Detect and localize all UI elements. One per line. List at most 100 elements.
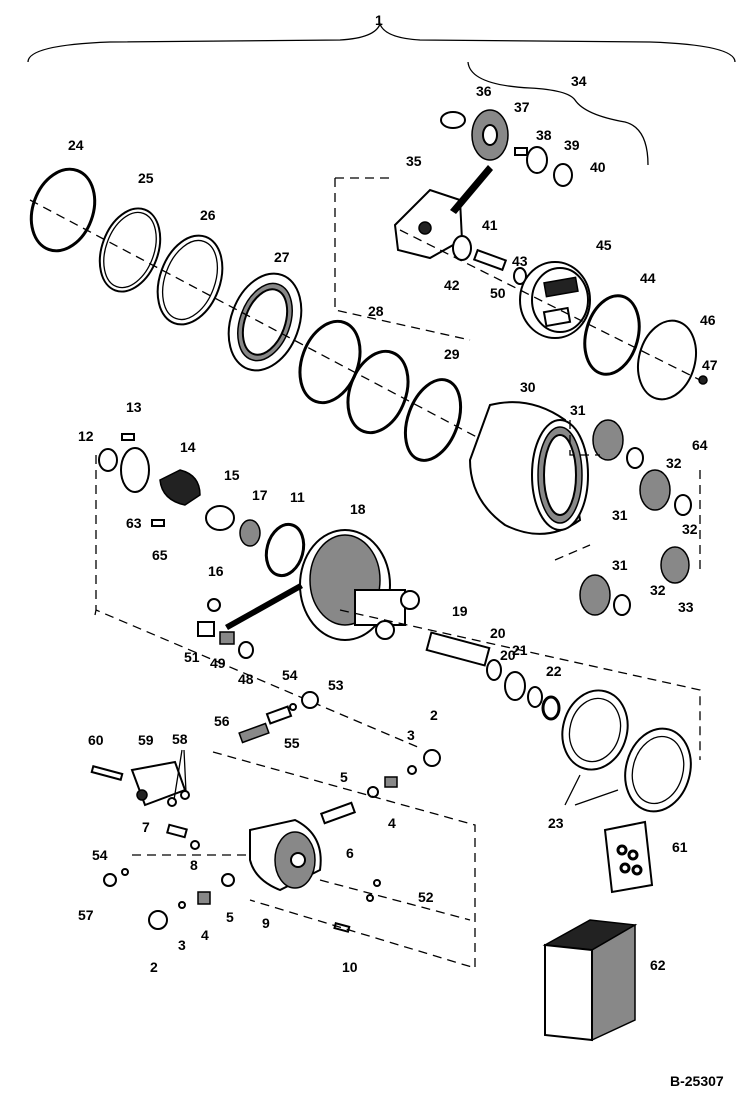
callout-19: 19 bbox=[452, 603, 468, 619]
callout-35: 35 bbox=[406, 153, 422, 169]
callout-17: 17 bbox=[252, 487, 268, 503]
piston-55 bbox=[265, 705, 293, 725]
planet-gear-31a bbox=[592, 419, 624, 461]
ring-3a bbox=[407, 765, 417, 775]
callout-32: 32 bbox=[666, 455, 682, 471]
gear-17 bbox=[239, 519, 261, 547]
ring-28a bbox=[298, 319, 362, 405]
callout-10: 10 bbox=[342, 959, 358, 975]
valve-block-59-port bbox=[136, 789, 148, 801]
callout-45: 45 bbox=[596, 237, 612, 253]
pointer-18-49 bbox=[225, 583, 303, 630]
callout-14: 14 bbox=[180, 439, 196, 455]
callout-20: 20 bbox=[490, 625, 506, 641]
washer-41 bbox=[452, 235, 472, 261]
floating-seal-23b-inner bbox=[631, 735, 685, 805]
callout-20: 20 bbox=[500, 647, 516, 663]
callout-62: 62 bbox=[650, 957, 666, 973]
washer-5a bbox=[367, 786, 379, 798]
valve-6 bbox=[319, 801, 357, 825]
ring-gear-30-bore bbox=[543, 434, 577, 516]
callout-4: 4 bbox=[388, 815, 396, 831]
callout-64: 64 bbox=[692, 437, 708, 453]
callout-49: 49 bbox=[210, 655, 226, 671]
callout-65: 65 bbox=[152, 547, 168, 563]
gear-37-hub bbox=[482, 124, 498, 146]
pointer-58 bbox=[173, 749, 187, 801]
callout-5: 5 bbox=[226, 909, 234, 925]
callout-33: 33 bbox=[678, 599, 694, 615]
callout-2: 2 bbox=[430, 707, 438, 723]
ring-25 bbox=[98, 207, 162, 293]
bearing-21 bbox=[504, 671, 526, 701]
callout-32: 32 bbox=[650, 582, 666, 598]
washer-32a bbox=[626, 447, 644, 469]
sun-gear-33 bbox=[660, 546, 690, 584]
floating-seal-23a-inner bbox=[568, 697, 622, 763]
pointer-23 bbox=[564, 774, 619, 806]
washer-36 bbox=[440, 111, 466, 129]
callout-29: 29 bbox=[444, 346, 460, 362]
brace-1 bbox=[27, 22, 736, 63]
callout-3: 3 bbox=[178, 937, 186, 953]
brace-34 bbox=[467, 61, 649, 166]
callout-31: 31 bbox=[612, 557, 628, 573]
nut-43 bbox=[513, 267, 527, 285]
callout-58: 58 bbox=[172, 731, 188, 747]
callout-4: 4 bbox=[201, 927, 209, 943]
callout-54: 54 bbox=[92, 847, 108, 863]
spring-4b bbox=[197, 891, 211, 905]
dash-box-housing bbox=[339, 609, 701, 760]
callout-7: 7 bbox=[142, 819, 150, 835]
bushing-12 bbox=[98, 448, 118, 472]
seal-kit-61-o3 bbox=[619, 862, 631, 874]
ring-29 bbox=[403, 378, 463, 462]
plate-63 bbox=[120, 447, 150, 493]
seal-20b bbox=[527, 686, 543, 708]
axis-line-cover bbox=[399, 229, 701, 381]
shaft-19 bbox=[425, 631, 491, 667]
spool-51 bbox=[197, 621, 215, 637]
callout-51: 51 bbox=[184, 649, 200, 665]
ball-16 bbox=[207, 598, 221, 612]
ring-54a bbox=[289, 703, 297, 711]
callout-5: 5 bbox=[340, 769, 348, 785]
callout-47: 47 bbox=[702, 357, 718, 373]
callout-57: 57 bbox=[78, 907, 94, 923]
reference-code: B-25307 bbox=[670, 1073, 724, 1089]
callout-26: 26 bbox=[200, 207, 216, 223]
seal-kit-61-o1 bbox=[616, 844, 628, 856]
ring-3b bbox=[178, 901, 186, 909]
dash-box-planets bbox=[554, 420, 701, 570]
callout-16: 16 bbox=[208, 563, 224, 579]
callout-39: 39 bbox=[564, 137, 580, 153]
callout-12: 12 bbox=[78, 428, 94, 444]
hub-18-boss-a bbox=[400, 590, 420, 610]
callout-41: 41 bbox=[482, 217, 498, 233]
callout-8: 8 bbox=[190, 857, 198, 873]
pin-10 bbox=[333, 922, 351, 933]
plug-53 bbox=[301, 691, 319, 709]
callout-18: 18 bbox=[350, 501, 366, 517]
callout-63: 63 bbox=[126, 515, 142, 531]
callout-1: 1 bbox=[375, 12, 383, 28]
callout-42: 42 bbox=[444, 277, 460, 293]
callout-60: 60 bbox=[88, 732, 104, 748]
washer-32c bbox=[613, 594, 631, 616]
callout-38: 38 bbox=[536, 127, 552, 143]
o-ring-44 bbox=[583, 294, 641, 376]
ring-22 bbox=[541, 695, 561, 721]
callout-9: 9 bbox=[262, 915, 270, 931]
ring-25-inner bbox=[103, 211, 157, 289]
gear-15 bbox=[205, 505, 235, 531]
ring-54b bbox=[121, 868, 129, 876]
callout-37: 37 bbox=[514, 99, 530, 115]
callout-24: 24 bbox=[68, 137, 84, 153]
washer-5b bbox=[221, 873, 235, 887]
callout-61: 61 bbox=[672, 839, 688, 855]
callout-32: 32 bbox=[682, 521, 698, 537]
planet-gear-31b bbox=[639, 469, 671, 511]
o-ring-58b bbox=[180, 790, 190, 800]
